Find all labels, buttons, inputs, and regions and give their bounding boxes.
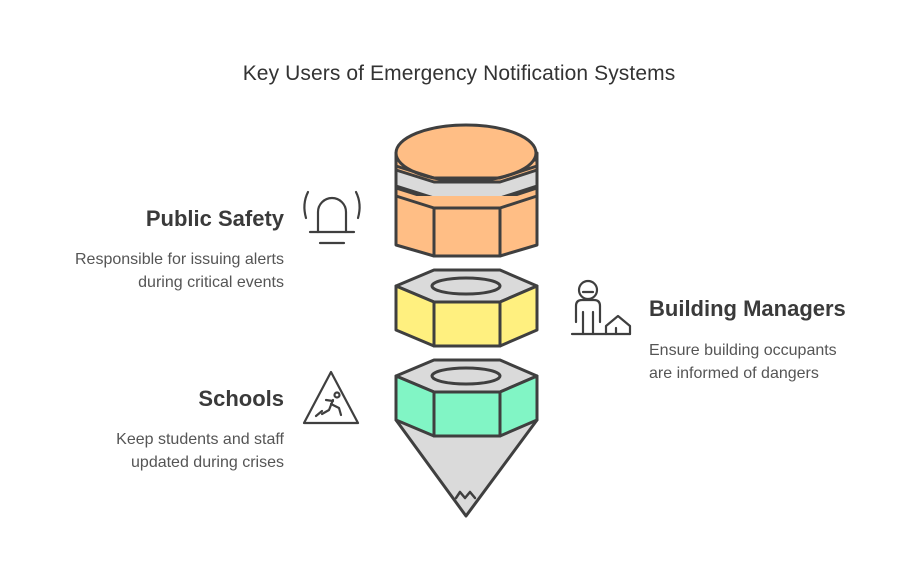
alarm-bell-icon bbox=[303, 190, 361, 245]
public-safety-heading: Public Safety bbox=[145, 206, 284, 231]
schools-heading: Schools bbox=[198, 386, 284, 411]
caution-sign-icon bbox=[302, 370, 360, 425]
public-safety-description: Responsible for issuing alerts during cr… bbox=[75, 251, 284, 291]
schools-description: Keep students and staff updated during c… bbox=[116, 431, 284, 471]
pencil-middle-segment bbox=[394, 268, 539, 348]
building-managers-heading: Building Managers bbox=[649, 296, 846, 321]
pencil-tip-segment bbox=[394, 358, 539, 518]
diagram-title: Key Users of Emergency Notification Syst… bbox=[242, 62, 676, 85]
building-managers-description: Ensure building occupants are informed o… bbox=[649, 342, 837, 382]
person-house-icon bbox=[570, 279, 632, 336]
pencil-eraser-segment bbox=[394, 123, 539, 258]
